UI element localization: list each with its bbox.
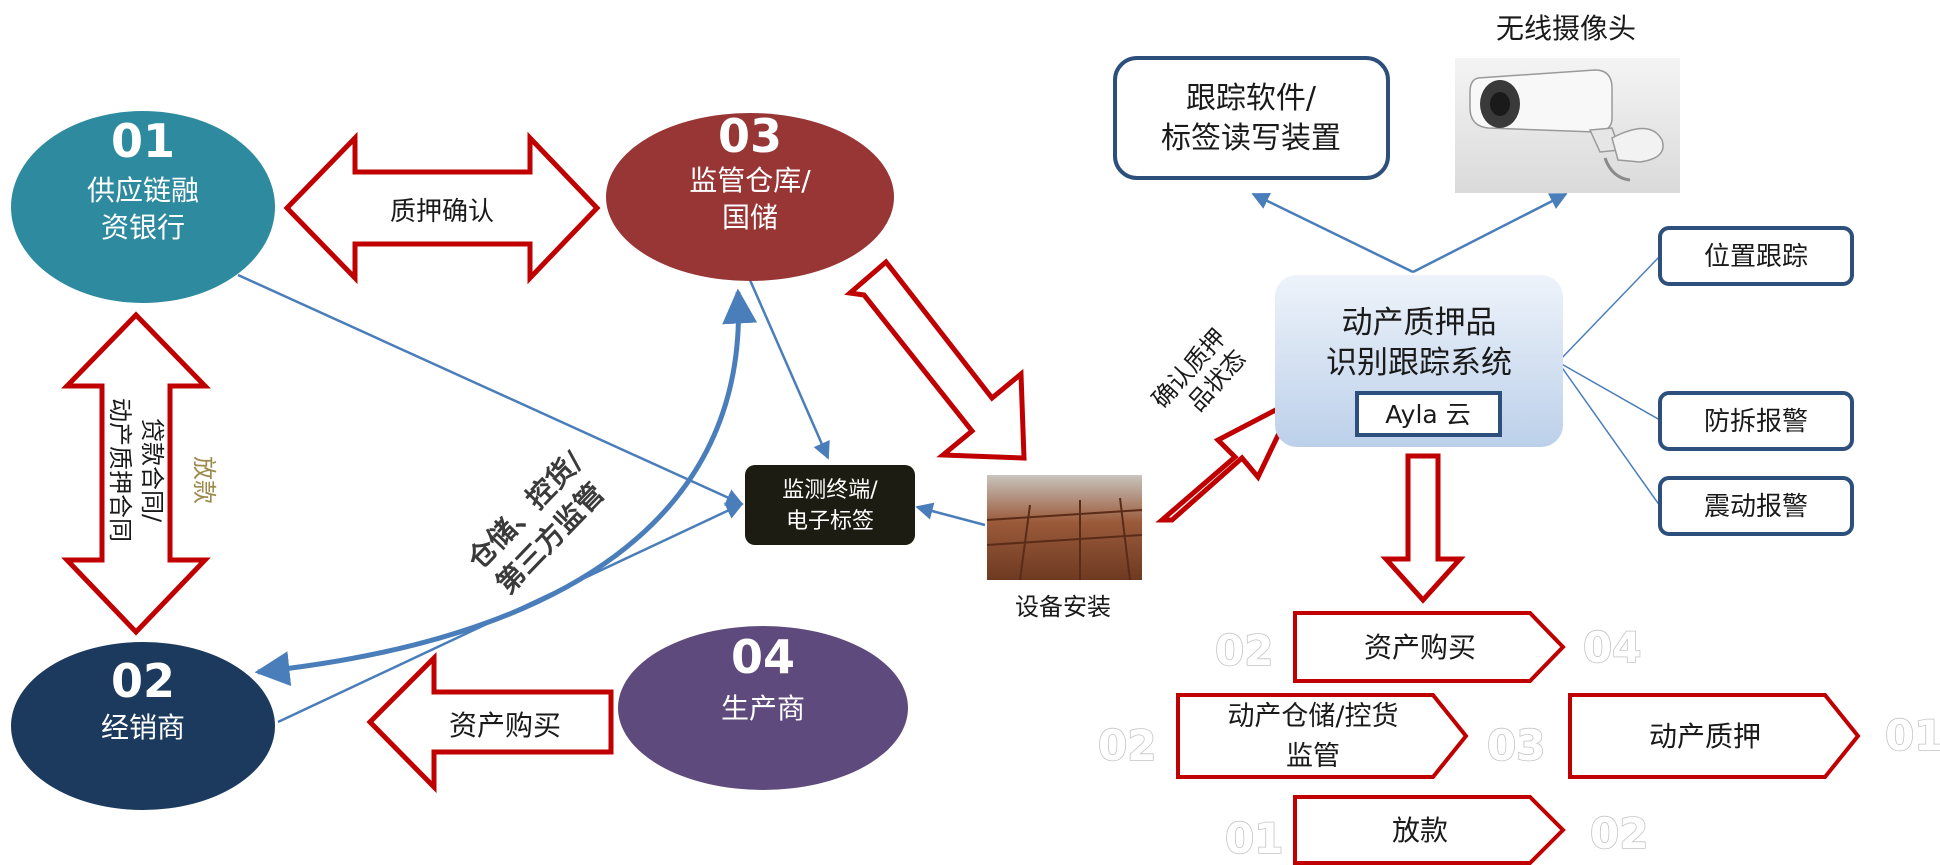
bank-ellipse bbox=[11, 111, 275, 303]
install-label: 设备安装 bbox=[1015, 593, 1111, 621]
camera-label: 无线摄像头 bbox=[1496, 12, 1636, 45]
bank-label-line1: 供应链融 bbox=[87, 174, 199, 207]
flow-step-0 bbox=[1293, 611, 1566, 683]
terminal-rect bbox=[745, 465, 915, 545]
dealer-number: 02 bbox=[111, 654, 175, 708]
producer-label: 生产商 bbox=[721, 692, 805, 725]
pledge-confirm-label: 质押确认 bbox=[390, 197, 494, 227]
bank-label-line2: 资银行 bbox=[101, 211, 185, 244]
dealer-ellipse bbox=[11, 642, 275, 810]
system-label-line2: 识别跟踪系统 bbox=[1326, 345, 1512, 381]
flow-chevrons bbox=[1176, 611, 1861, 865]
feature-label-2: 震动报警 bbox=[1704, 492, 1808, 522]
producer-ellipse bbox=[618, 626, 908, 790]
ayla-cloud-box bbox=[1355, 391, 1502, 437]
feature-lines bbox=[1557, 255, 1661, 507]
terminal-label-line2: 电子标签 bbox=[786, 509, 874, 534]
flow-step-0-after: 04 bbox=[1583, 623, 1641, 672]
system-to-feature-0-line bbox=[1557, 255, 1661, 363]
flow-step-2 bbox=[1568, 693, 1861, 779]
warehouse-to-install-arrow bbox=[844, 258, 1027, 461]
ayla-cloud-label: Ayla 云 bbox=[1385, 400, 1470, 429]
flow-step-1-label-line1: 动产仓储/控货 bbox=[1227, 701, 1398, 732]
asset-purchase-label: 资产购买 bbox=[449, 709, 561, 742]
system-to-tracking-line bbox=[1251, 192, 1414, 274]
warehouse-to-terminal-line bbox=[748, 279, 830, 460]
tracking-label-line2: 标签读写装置 bbox=[1161, 121, 1341, 156]
node-bank: 01 供应链融 资银行 bbox=[11, 111, 275, 303]
tracking-rect bbox=[1113, 56, 1390, 180]
tracking-box: 跟踪软件/ 标签读写装置 bbox=[1113, 56, 1390, 180]
asset-purchase-left-arrow bbox=[366, 651, 614, 794]
warehouse-ellipse bbox=[606, 113, 894, 281]
flow-step-2-label: 动产质押 bbox=[1649, 720, 1761, 753]
flow-ghost-numbers: 02 04 02 03 01 01 02 bbox=[1097, 622, 1940, 864]
contract-label-line2: 动产质押合同 bbox=[106, 398, 134, 542]
install-to-terminal-line bbox=[915, 502, 986, 527]
feature-label-1: 防拆报警 bbox=[1704, 407, 1808, 437]
bank-to-terminal-line bbox=[237, 273, 744, 506]
dealer-label: 经销商 bbox=[101, 711, 185, 744]
system-to-camera-line bbox=[1412, 192, 1568, 274]
node-dealer: 02 经销商 bbox=[11, 642, 275, 810]
flow-step-1-before: 02 bbox=[1098, 721, 1156, 770]
system-label-line1: 动产质押品 bbox=[1342, 305, 1497, 341]
flow-step-2-after: 01 bbox=[1885, 711, 1940, 760]
system-to-feature-2-line bbox=[1557, 361, 1661, 507]
flow-step-3-before: 01 bbox=[1225, 814, 1283, 863]
flow-step-3-label: 放款 bbox=[1392, 814, 1448, 847]
feature-box-1: 防拆报警 bbox=[1658, 391, 1854, 451]
system-box: 动产质押品 识别跟踪系统 Ayla 云 bbox=[1275, 275, 1563, 447]
flow-step-0-before: 02 bbox=[1215, 626, 1273, 675]
contract-double-arrow bbox=[61, 311, 211, 636]
camera-icon bbox=[1469, 69, 1664, 182]
red-arrows bbox=[61, 131, 1466, 794]
pledge-confirm-double-arrow bbox=[283, 131, 601, 285]
tracking-label-line1: 跟踪软件/ bbox=[1186, 81, 1317, 116]
flow-step-1 bbox=[1176, 693, 1469, 779]
feature-box-2: 震动报警 bbox=[1658, 476, 1854, 536]
storage-curve-arrow bbox=[254, 288, 758, 687]
feature-box-0: 位置跟踪 bbox=[1658, 226, 1854, 286]
node-warehouse: 03 监管仓库/ 国储 bbox=[606, 109, 894, 281]
copper-stack-image bbox=[987, 475, 1142, 580]
flow-step-0-label: 资产购买 bbox=[1364, 631, 1476, 664]
warehouse-number: 03 bbox=[718, 109, 782, 163]
flow-step-3-after: 02 bbox=[1590, 809, 1648, 858]
camera-group: 无线摄像头 bbox=[1455, 12, 1680, 193]
confirm-status-arrow bbox=[1155, 394, 1301, 523]
system-down-arrow bbox=[1380, 453, 1466, 604]
flow-step-1-label-line2: 监管 bbox=[1286, 741, 1340, 772]
terminal-label-line1: 监测终端/ bbox=[782, 478, 878, 503]
flow-step-3 bbox=[1293, 795, 1566, 865]
terminal-box: 监测终端/ 电子标签 bbox=[745, 465, 915, 545]
warehouse-label-line2: 国储 bbox=[722, 201, 778, 234]
producer-number: 04 bbox=[731, 630, 795, 684]
warehouse-label-line1: 监管仓库/ bbox=[689, 164, 811, 197]
flow-step-1-mid: 03 bbox=[1487, 721, 1545, 770]
system-to-feature-1-line bbox=[1557, 361, 1661, 421]
bank-number: 01 bbox=[111, 114, 175, 168]
install-photo: 设备安装 bbox=[986, 475, 1143, 621]
contract-label-line1: 贷款合同/ bbox=[138, 418, 166, 523]
loan-label: 放款 bbox=[190, 456, 218, 504]
node-producer: 04 生产商 bbox=[618, 626, 908, 790]
feature-label-0: 位置跟踪 bbox=[1704, 242, 1808, 272]
